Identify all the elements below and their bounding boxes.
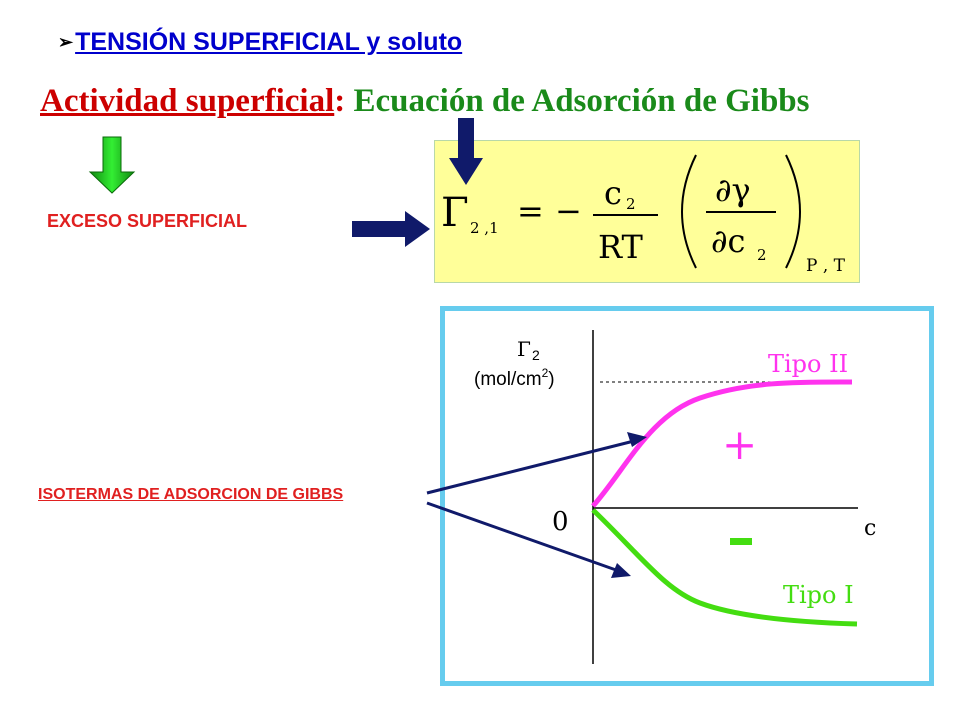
formula-right-paren bbox=[785, 154, 801, 269]
subtitle: Actividad superficial: Ecuación de Adsor… bbox=[40, 83, 810, 120]
isotherm-pointer-arrows bbox=[426, 432, 647, 578]
formula-den: RT bbox=[598, 228, 644, 266]
navy-right-arrow-icon bbox=[352, 211, 430, 247]
graph-origin-label: 0 bbox=[552, 507, 569, 537]
tipo-i-curve bbox=[591, 508, 858, 627]
subtitle-separator: : bbox=[334, 83, 346, 119]
graph-ylabel-sub: 2 bbox=[532, 347, 540, 363]
pointer-arrow-up-line bbox=[426, 439, 635, 495]
plus-sign: + bbox=[722, 420, 757, 469]
formula-equals: = bbox=[517, 192, 544, 230]
gibbs-equation: Γ 2 ,1 = − c 2 RT ∂γ ∂c 2 P , T bbox=[441, 154, 846, 276]
formula-num-sub: 2 bbox=[626, 195, 636, 213]
pointer-arrow-down-icon bbox=[611, 563, 631, 578]
isotermas-label: ISOTERMAS DE ADSORCION DE GIBBS bbox=[38, 486, 344, 503]
formula-partial-den: ∂c bbox=[711, 222, 745, 260]
formula-conditions: P , T bbox=[806, 256, 846, 276]
graph-xlabel: c bbox=[864, 516, 876, 541]
title-text: TENSIÓN SUPERFICIAL y soluto bbox=[75, 28, 463, 56]
graph-ylabel-unit: (mol/cm2) bbox=[474, 366, 555, 390]
formula-num: c bbox=[604, 174, 622, 212]
subtitle-green-part: Ecuación de Adsorción de Gibbs bbox=[353, 83, 810, 119]
pointer-arrow-down-line bbox=[426, 501, 617, 572]
tipo-i-label: Tipo I bbox=[783, 581, 854, 609]
formula-minus: − bbox=[555, 192, 582, 230]
tipo-ii-curve bbox=[591, 379, 853, 508]
formula-left-paren bbox=[681, 154, 697, 269]
formula-gamma-sub: 2 ,1 bbox=[470, 219, 499, 237]
slide-title: ➢ TENSIÓN SUPERFICIAL y soluto bbox=[58, 28, 462, 57]
exceso-superficial-label: EXCESO SUPERFICIAL bbox=[47, 211, 248, 231]
subtitle-red-part: Actividad superficial bbox=[40, 83, 335, 119]
tipo-ii-label: Tipo II bbox=[768, 350, 848, 378]
navy-down-arrow-icon bbox=[449, 118, 483, 185]
green-down-arrow-icon bbox=[88, 136, 136, 194]
formula-partial-num: ∂γ bbox=[715, 171, 751, 209]
graph-ylabel-symbol: Γ bbox=[517, 337, 531, 361]
arrow-bullet-icon: ➢ bbox=[58, 32, 74, 52]
minus-sign-icon bbox=[730, 538, 752, 545]
formula-gamma: Γ bbox=[441, 190, 469, 236]
pointer-arrow-up-icon bbox=[627, 432, 647, 447]
formula-partial-den-sub: 2 bbox=[757, 246, 767, 264]
